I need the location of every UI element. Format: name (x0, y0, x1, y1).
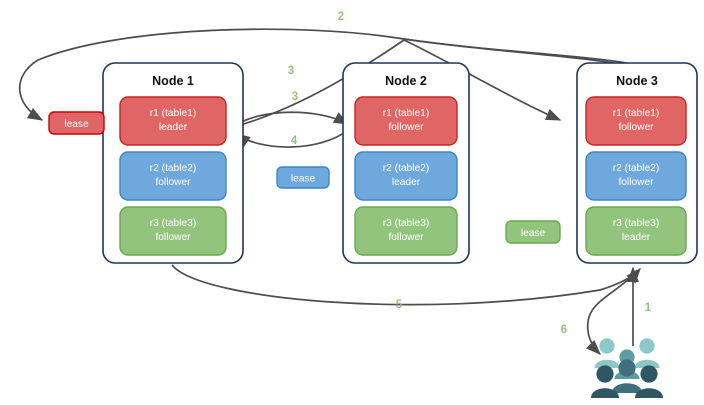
node-box-node1[interactable]: Node 1 r1 (table1) leader r2 (table2) fo… (102, 62, 244, 264)
node1-title: Node 1 (152, 74, 194, 88)
replica-node3-r1[interactable]: r1 (table1) follower (585, 96, 687, 146)
lease-badge-green[interactable]: lease (505, 220, 561, 244)
person-back-right (634, 338, 660, 368)
replica-name: r1 (table1) (613, 108, 659, 119)
edge-label-6: 6 (561, 324, 567, 336)
person-back-left (594, 338, 620, 368)
replica-rect (119, 206, 227, 256)
edge-4-path (234, 129, 349, 148)
replica-node2-r2[interactable]: r2 (table2) leader (354, 151, 458, 201)
lease-label: lease (521, 228, 546, 239)
replica-rect (585, 96, 687, 146)
person-front-right (635, 365, 663, 398)
replica-role: follower (155, 232, 191, 243)
replica-name: r1 (table1) (383, 108, 429, 119)
replica-role: leader (622, 232, 651, 243)
person-front-center (612, 359, 642, 393)
replica-node3-r2[interactable]: r2 (table2) follower (585, 151, 687, 201)
replica-role: follower (388, 232, 424, 243)
replica-rect (354, 96, 458, 146)
replica-rect (585, 206, 687, 256)
replica-name: r2 (table2) (613, 163, 659, 174)
replica-node1-r3[interactable]: r3 (table3) follower (119, 206, 227, 256)
replica-role: follower (155, 177, 191, 188)
person-front-left (591, 365, 619, 398)
replica-node2-r3[interactable]: r3 (table3) follower (354, 206, 458, 256)
replica-rect (119, 96, 227, 146)
edge-3a-path (233, 39, 562, 128)
edge-label-1: 1 (645, 302, 652, 314)
lease-badge-red[interactable]: lease (48, 111, 105, 135)
replica-rect (354, 206, 458, 256)
replica-name: r3 (table3) (383, 218, 429, 229)
lease-label: lease (64, 119, 89, 130)
replica-role: follower (388, 122, 424, 133)
replica-node1-r2[interactable]: r2 (table2) follower (119, 151, 227, 201)
replica-name: r3 (table3) (613, 218, 659, 229)
edge-label-5: 5 (396, 299, 403, 311)
edge-label-4: 4 (291, 135, 298, 147)
replica-rect (585, 151, 687, 201)
replica-node2-r1[interactable]: r1 (table1) follower (354, 96, 458, 146)
node-box-node3[interactable]: Node 3 r1 (table1) follower r2 (table2) … (576, 62, 698, 264)
edge-label-2: 2 (338, 11, 344, 23)
replica-name: r1 (table1) (150, 108, 196, 119)
lease-rect (48, 111, 105, 135)
edge-label-3b: 3 (292, 91, 298, 103)
replica-role: leader (392, 177, 421, 188)
replica-rect (354, 151, 458, 201)
lease-label: lease (291, 174, 316, 185)
replica-role: leader (159, 122, 188, 133)
lease-badge-blue[interactable]: lease (276, 166, 330, 189)
lease-rect (505, 220, 561, 244)
replica-node3-r3[interactable]: r3 (table3) leader (585, 206, 687, 256)
lease-rect (276, 166, 330, 189)
edge-label-3a: 3 (288, 65, 294, 77)
replica-rect (119, 151, 227, 201)
node3-title: Node 3 (616, 74, 658, 88)
replica-name: r3 (table3) (150, 218, 196, 229)
node-box-node2[interactable]: Node 2 r1 (table1) follower r2 (table2) … (342, 62, 470, 264)
edge-3b-path (233, 111, 350, 127)
edge-5-path (171, 264, 641, 306)
replica-role: follower (618, 177, 654, 188)
replica-name: r2 (table2) (150, 163, 196, 174)
node2-title: Node 2 (385, 74, 427, 88)
replica-role: follower (618, 122, 654, 133)
edge-6-path (585, 269, 638, 355)
replica-node1-r1[interactable]: r1 (table1) leader (119, 96, 227, 146)
users-icon[interactable] (591, 338, 663, 398)
replica-name: r2 (table2) (383, 163, 429, 174)
